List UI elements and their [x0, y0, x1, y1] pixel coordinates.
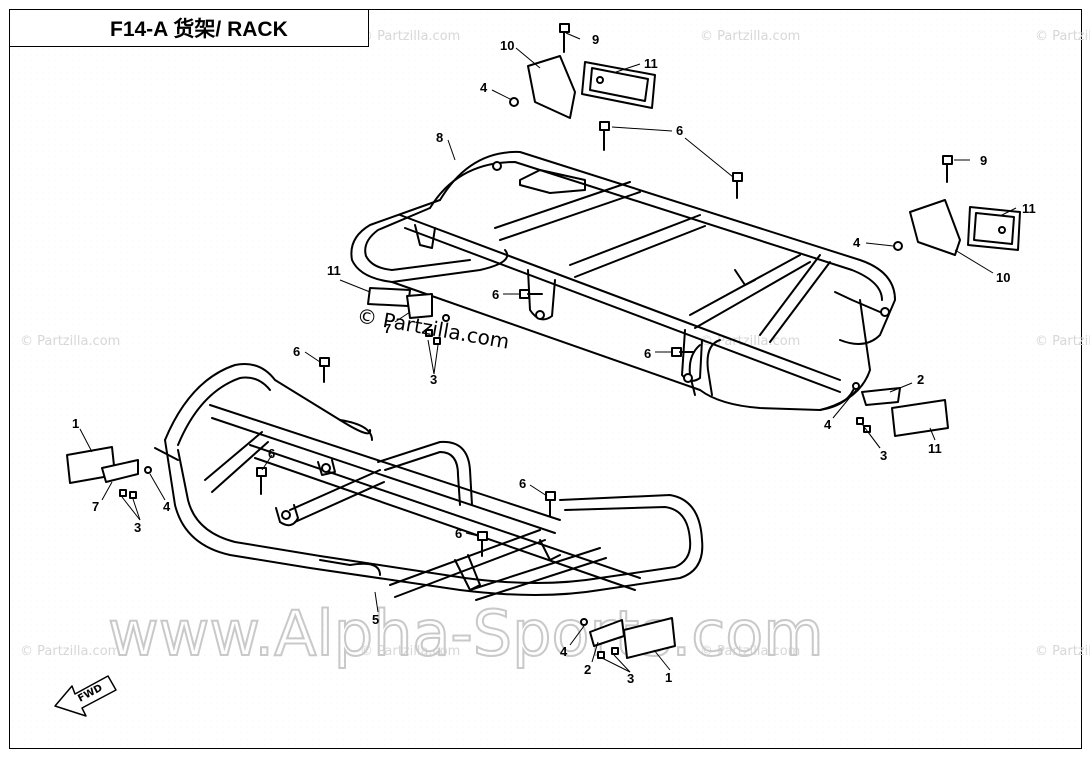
callout-3: 3	[627, 671, 634, 686]
callout-6: 6	[455, 526, 462, 541]
title-box: F14-A 货架/ RACK	[9, 9, 369, 47]
callout-5: 5	[372, 612, 379, 627]
rear-rack-part-8	[350, 150, 896, 411]
callout-11: 11	[928, 441, 942, 456]
watermark-partzilla: © Partzilla.com	[1035, 644, 1090, 659]
callout-6: 6	[519, 476, 526, 491]
callout-11: 11	[327, 263, 341, 278]
callout-10: 10	[996, 270, 1010, 285]
callout-6: 6	[676, 123, 683, 138]
watermark-partzilla: © Partzilla.com	[700, 644, 800, 659]
watermark-partzilla: © Partzilla.com	[1035, 334, 1090, 349]
watermark-partzilla: © Partzilla.com	[1035, 29, 1090, 44]
callout-11: 11	[1022, 201, 1036, 216]
callout-3: 3	[430, 372, 437, 387]
callout-2: 2	[584, 662, 591, 677]
watermark-alpha-sports: www.Alpha-Sports.com	[108, 597, 824, 670]
reflector-11-top	[581, 61, 656, 109]
callout-4: 4	[163, 499, 171, 514]
callout-7: 7	[384, 321, 391, 336]
reflector-11-left	[367, 287, 411, 307]
watermark-partzilla: © Partzilla.com	[360, 29, 460, 44]
watermark-partzilla: © Partzilla.com	[20, 334, 120, 349]
callout-9: 9	[592, 32, 599, 47]
watermark-partzilla: © Partzilla.com	[700, 29, 800, 44]
callout-2: 2	[917, 372, 924, 387]
callout-3: 3	[880, 448, 887, 463]
watermark-partzilla: © Partzilla.com	[360, 644, 460, 659]
watermark-partzilla: © Partzilla.com	[20, 644, 120, 659]
small-hardware	[101, 23, 961, 659]
callout-7: 7	[92, 499, 99, 514]
callout-1: 1	[665, 670, 672, 685]
reflector-11-lower-right	[891, 399, 949, 437]
page-title: F14-A 货架/ RACK	[110, 18, 288, 41]
diagram-frame	[9, 9, 1082, 749]
callout-6: 6	[492, 287, 499, 302]
bracket-10-top	[527, 55, 576, 119]
bracket-7-left	[101, 459, 139, 483]
callout-3: 3	[134, 520, 141, 535]
callout-6: 6	[268, 446, 275, 461]
callout-9: 9	[980, 153, 987, 168]
callout-4: 4	[560, 644, 568, 659]
callout-4: 4	[853, 235, 861, 250]
callout-10: 10	[500, 38, 514, 53]
reflector-11-right	[967, 206, 1021, 251]
callout-4: 4	[480, 80, 488, 95]
bracket-7-middle	[406, 293, 433, 319]
callout-8: 8	[436, 130, 443, 145]
reflector-1-bottom	[623, 617, 676, 659]
callout-11: 11	[644, 56, 658, 71]
callout-6: 6	[644, 346, 651, 361]
bracket-2-bottom	[589, 619, 625, 647]
front-rack-part-5	[154, 363, 704, 601]
bracket-10-right	[909, 199, 961, 256]
callout-4: 4	[824, 417, 832, 432]
leader-lines	[79, 32, 1017, 673]
callout-1: 1	[72, 416, 79, 431]
callout-6: 6	[293, 344, 300, 359]
callouts: 9 10 11 4 6 8 9 11 4 10 11 6 7 6 6 3 2 4…	[72, 32, 1036, 686]
